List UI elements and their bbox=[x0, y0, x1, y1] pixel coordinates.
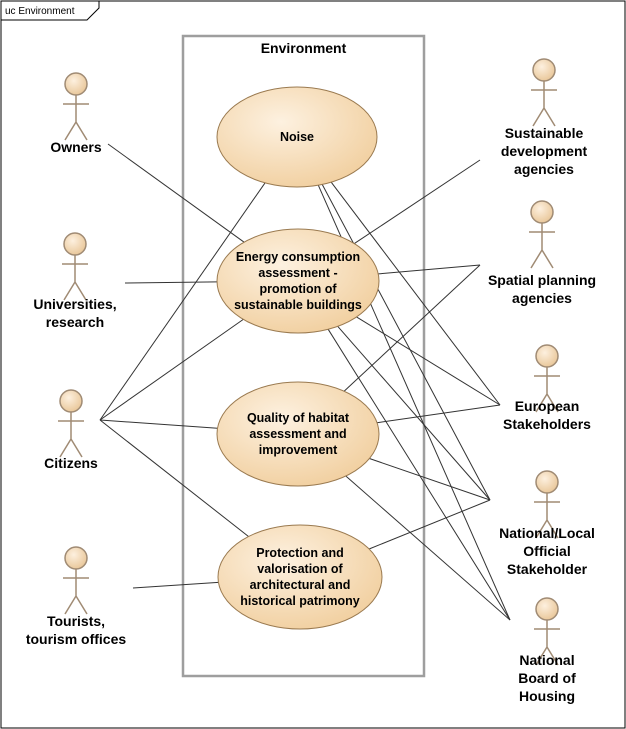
association-sustainable-energy bbox=[354, 159, 481, 245]
actor-label: National/Local bbox=[499, 525, 595, 541]
association-citizens-noise bbox=[99, 182, 266, 421]
actor-label: National bbox=[519, 652, 574, 668]
actor-citizens[interactable]: Citizens bbox=[44, 389, 98, 471]
association-spatial-habitat bbox=[343, 264, 481, 392]
use-case-label: Energy consumption bbox=[236, 250, 360, 264]
association-board_housing-energy bbox=[327, 329, 511, 621]
actor-label: tourism offices bbox=[26, 631, 127, 647]
actor-label: Citizens bbox=[44, 455, 98, 471]
association-citizens-energy bbox=[99, 318, 244, 421]
actor-label: Universities, bbox=[33, 296, 116, 312]
actor-label: Spatial planning bbox=[488, 272, 596, 288]
association-universities-energy bbox=[124, 281, 218, 284]
actor-label: development bbox=[501, 143, 588, 159]
actor-tourists[interactable]: Tourists, tourism offices bbox=[26, 546, 127, 647]
actor-spatial[interactable]: Spatial planning agencies bbox=[488, 200, 596, 306]
association-board_housing-habitat bbox=[345, 475, 511, 621]
use-case-label: improvement bbox=[259, 443, 338, 457]
use-case-label: assessment - bbox=[258, 266, 337, 280]
actor-figure-icon bbox=[534, 344, 560, 413]
actor-label: Housing bbox=[519, 688, 575, 704]
actor-label: agencies bbox=[514, 161, 574, 177]
use-case-ellipse[interactable] bbox=[216, 381, 380, 487]
actor-figure-icon bbox=[529, 200, 555, 269]
association-national_local-noise bbox=[321, 184, 491, 501]
actor-label: agencies bbox=[512, 290, 572, 306]
actor-label: Sustainable bbox=[505, 125, 584, 141]
use-case-label: Protection and bbox=[256, 546, 344, 560]
system-boundary bbox=[181, 34, 426, 678]
actor-label: Owners bbox=[50, 139, 102, 155]
actor-label: Stakeholders bbox=[503, 416, 591, 432]
use-case-noise[interactable]: Noise bbox=[216, 86, 378, 188]
association-tourists-patrimony bbox=[132, 581, 219, 589]
use-case-ellipse[interactable] bbox=[217, 524, 383, 630]
use-case-label: valorisation of bbox=[257, 562, 343, 576]
association-european-noise bbox=[330, 181, 501, 406]
actor-figure-icon bbox=[63, 72, 89, 141]
use-case-energy[interactable]: Energy consumption assessment - promotion … bbox=[216, 228, 380, 334]
actor-label: Tourists, bbox=[47, 613, 105, 629]
actor-figure-icon bbox=[531, 58, 557, 127]
frame-tag-label: uc Environment bbox=[5, 6, 75, 17]
use-case-habitat[interactable]: Quality of habitat assessment and improvem… bbox=[216, 381, 380, 487]
association-citizens-habitat bbox=[99, 419, 218, 429]
system-name: Environment bbox=[261, 40, 347, 56]
use-case-label: architectural and bbox=[250, 578, 351, 592]
use-case-ellipse[interactable] bbox=[216, 228, 380, 334]
association-european-energy bbox=[356, 316, 501, 406]
use-case-patrimony[interactable]: Protection and valorisation of architectur… bbox=[217, 524, 383, 630]
association-national_local-energy bbox=[337, 325, 491, 501]
actor-figure-icon bbox=[63, 546, 89, 615]
actor-figure-icon bbox=[534, 470, 560, 539]
association-national_local-patrimony bbox=[368, 499, 491, 550]
use-case-label: historical patrimony bbox=[240, 594, 360, 608]
actor-universities[interactable]: Universities, research bbox=[33, 232, 117, 330]
use-case-label: Noise bbox=[280, 130, 314, 144]
actor-figure-icon bbox=[534, 597, 560, 666]
association-owners-energy bbox=[107, 143, 245, 243]
use-case-label: promotion of bbox=[259, 282, 337, 296]
actor-label: European bbox=[515, 398, 580, 414]
association-spatial-energy bbox=[378, 264, 481, 275]
association-national_local-habitat bbox=[369, 458, 491, 501]
use-case-ellipse[interactable] bbox=[216, 86, 378, 188]
actor-label: Official bbox=[523, 543, 570, 559]
use-case-label: sustainable buildings bbox=[234, 298, 362, 312]
actor-figure-icon bbox=[58, 389, 84, 458]
actor-label: Stakeholder bbox=[507, 561, 588, 577]
actor-owners[interactable]: Owners bbox=[50, 72, 102, 155]
association-citizens-patrimony bbox=[99, 419, 249, 537]
use-case-label: Quality of habitat bbox=[247, 411, 350, 425]
association-european-habitat bbox=[376, 404, 501, 424]
actor-sustainable[interactable]: Sustainable development agencies bbox=[501, 58, 588, 177]
use-case-label: assessment and bbox=[249, 427, 346, 441]
actor-label: research bbox=[46, 314, 104, 330]
actor-label: Board of bbox=[518, 670, 576, 686]
frame-tag-box bbox=[1, 1, 100, 21]
actor-figure-icon bbox=[62, 232, 88, 301]
